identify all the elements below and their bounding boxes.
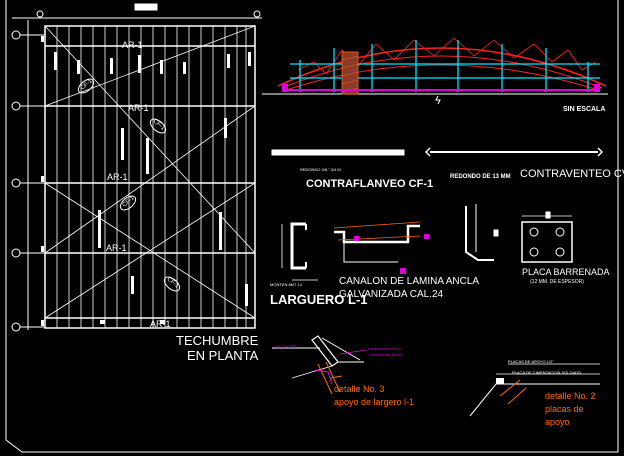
plan-title-line2: EN PLANTA xyxy=(187,348,259,363)
detalle2-label-line2: placas de xyxy=(545,404,584,414)
detalle2-label-line1: detalle No. 2 xyxy=(545,391,596,401)
axis-label-ar1: AR-1 xyxy=(107,172,128,182)
contraflanveo-spec: REDONDO 3/8 " 3/4 M xyxy=(300,167,341,172)
detalle3-note-right2: redondo de 13mm xyxy=(370,352,403,357)
contraflanveo-title: CONTRAFLANVEO CF-1 xyxy=(306,178,434,190)
detalle-2-drawing xyxy=(469,363,600,417)
axis-label-ar1: AR-1 xyxy=(150,319,171,329)
axis-label-ar1: AR-1 xyxy=(106,243,127,253)
detail-shapes xyxy=(271,147,604,281)
larguero-spec: MONTEN 8MT 14 xyxy=(270,282,302,287)
placa-title: PLACA BARRENADA xyxy=(522,267,610,277)
detalle3-label-line2: apoyo de largero l-1 xyxy=(334,397,415,407)
axis-label-ar1: AR-1 xyxy=(122,40,143,50)
detalle-3-drawing xyxy=(272,335,367,395)
axis-label-ar1: AR-1 xyxy=(128,103,149,113)
detalle2-note1: PLACAS DE APOYO 1/2" xyxy=(508,359,554,364)
detalle3-note-right1: contraventeo CV-1 xyxy=(368,346,402,351)
sheet-frame xyxy=(5,0,619,453)
arched-roof-elevation xyxy=(262,37,608,105)
contraventeo-title: CONTRAVENTEO CV-1 xyxy=(520,168,624,180)
canalon-label-line2: GALVANIZADA CAL.24 xyxy=(339,289,444,300)
detalle2-note2: PLACA DE CIMENTACION SOLDADO xyxy=(512,370,582,375)
placa-spec: (12 MM. DE ESPESOR) xyxy=(530,279,584,285)
detalle3-note-left: de 2"x 3/16 xyxy=(276,344,297,349)
plan-title-line1: TECHUMBRE xyxy=(176,333,259,348)
roof-plan xyxy=(11,10,262,332)
larguero-title: LARGUERO L-1 xyxy=(270,292,368,307)
canalon-label-line1: CANALON DE LAMINA ANCLA xyxy=(339,276,480,287)
scale-note: SIN ESCALA xyxy=(563,106,606,113)
contraventeo-spec: REDONDO DE 13 MM xyxy=(450,174,511,180)
detalle2-label-line3: apoyo xyxy=(545,417,570,427)
detalle3-label-line1: detalle No. 3 xyxy=(334,384,385,394)
